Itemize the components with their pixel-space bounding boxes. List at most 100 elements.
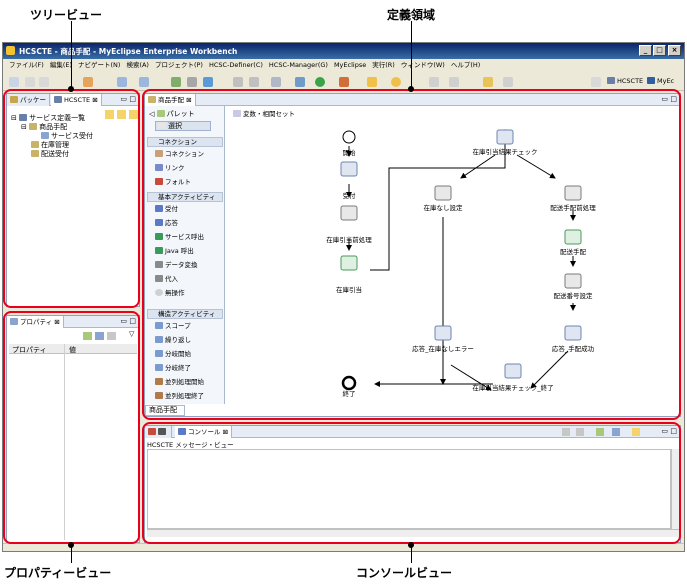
start-node[interactable] (342, 130, 356, 144)
pin-console-icon[interactable] (596, 428, 604, 436)
maximize-button[interactable]: □ (653, 45, 666, 56)
minimize-view-icon[interactable]: ▭ (120, 95, 127, 103)
check-end-node[interactable] (504, 363, 522, 379)
save-icon[interactable] (25, 77, 35, 87)
menu-hcsc-manager[interactable]: HCSC-Manager(G) (268, 61, 328, 69)
receive-node[interactable] (340, 161, 358, 177)
palette-item-fault[interactable]: フォルト (155, 178, 191, 186)
show-categories-icon[interactable] (83, 332, 92, 340)
hcsc-icon[interactable] (271, 77, 281, 87)
new-icon[interactable] (9, 77, 19, 87)
minimize-view-icon[interactable]: ▭ (661, 427, 668, 435)
view-menu-icon[interactable]: ▽ (129, 330, 135, 338)
palette-item-empty[interactable]: 無操作 (155, 289, 185, 297)
palette-category-basic[interactable]: 基本アクティビティ (147, 192, 223, 202)
pre-stock-node[interactable] (340, 205, 358, 221)
console-vscrollbar[interactable] (671, 449, 679, 529)
menu-edit[interactable]: 編集(E) (49, 61, 72, 69)
tab-editor-page[interactable]: 商品手配 (145, 405, 185, 416)
number-set-node[interactable] (564, 273, 582, 289)
menu-search[interactable]: 検索(A) (126, 61, 149, 69)
resp-ok-node[interactable] (564, 325, 582, 341)
stock-node[interactable] (340, 255, 358, 271)
build-icon[interactable] (187, 77, 197, 87)
minimize-view-icon[interactable]: ▭ (120, 317, 127, 325)
tab-package[interactable]: パッケー (7, 94, 50, 106)
palette-item-flow-end[interactable]: 並列処理終了 (155, 392, 204, 400)
menu-hcsc-definer[interactable]: HCSC-Definer(C) (208, 61, 263, 69)
palette-item-assign[interactable]: 代入 (155, 275, 178, 283)
forward-icon[interactable] (503, 77, 513, 87)
cut-icon[interactable] (233, 77, 243, 87)
tab-properties[interactable]: プロパティ ⊠ (7, 316, 64, 328)
delivery-node[interactable] (564, 229, 582, 245)
tab-console[interactable]: コンソール ⊠ (175, 426, 233, 438)
show-advanced-icon[interactable] (95, 332, 104, 340)
palette-category-structure[interactable]: 構造アクティビティ (147, 309, 223, 319)
menu-help[interactable]: ヘルプ(H) (450, 61, 481, 69)
close-button[interactable]: × (668, 45, 681, 56)
palette-item-scope[interactable]: スコープ (155, 322, 191, 330)
menu-myeclipse[interactable]: MyEclipse (333, 61, 367, 69)
pre-delivery-node[interactable] (564, 185, 582, 201)
tree-item-service-reception[interactable]: サービス受付 (41, 132, 93, 141)
server-icon[interactable] (139, 77, 149, 87)
palette-item-link[interactable]: リンク (155, 164, 185, 172)
palette-category-connection[interactable]: コネクション (147, 137, 223, 147)
tree-action-icon[interactable] (105, 110, 114, 119)
tab-hcscte[interactable]: HCSCTE ⊠ (51, 94, 102, 106)
palette-item-data-transform[interactable]: データ変換 (155, 261, 198, 269)
resp-err-node[interactable] (434, 325, 452, 341)
annotation-icon[interactable] (429, 77, 439, 87)
tab-problems[interactable] (145, 426, 172, 438)
tree-item-stock-management[interactable]: 在庫管理 (31, 141, 69, 150)
palette-item-while[interactable]: 繰り返し (155, 336, 191, 344)
palette-item-service-invoke[interactable]: サービス呼出 (155, 233, 204, 241)
external-tools-icon[interactable] (339, 77, 349, 87)
tree-item-shohin-tehai[interactable]: ⊟ 商品手配 (21, 123, 68, 131)
scroll-lock-icon[interactable] (576, 428, 584, 436)
end-node[interactable] (341, 375, 357, 391)
tree-collapse-icon[interactable] (129, 110, 138, 119)
clear-console-icon[interactable] (562, 428, 570, 436)
settings-icon[interactable] (295, 77, 305, 87)
open-console-icon[interactable] (632, 428, 640, 436)
palette-item-java-invoke[interactable]: Java 呼出 (155, 247, 194, 255)
perspective-myeclipse[interactable]: MyEc (647, 77, 674, 88)
palette-header[interactable]: ◁ パレット (149, 110, 195, 118)
tree-root[interactable]: ⊟ サービス定義一覧 (11, 114, 86, 122)
print-icon[interactable] (39, 77, 49, 87)
next-annotation-icon[interactable] (449, 77, 459, 87)
menu-navigate[interactable]: ナビゲート(N) (78, 61, 121, 69)
open-perspective-icon[interactable] (591, 77, 601, 87)
minimize-view-icon[interactable]: ▭ (661, 95, 668, 103)
browser-icon[interactable] (203, 77, 213, 87)
display-console-icon[interactable] (612, 428, 620, 436)
palette-item-receive[interactable]: 受付 (155, 205, 178, 213)
menu-project[interactable]: プロジェクト(P) (154, 61, 203, 69)
maximize-view-icon[interactable]: □ (670, 95, 677, 103)
palette-item-flow-start[interactable]: 並列処理開始 (155, 378, 204, 386)
palette-item-switch-start[interactable]: 分岐開始 (155, 350, 191, 358)
console-hscrollbar[interactable] (147, 529, 679, 537)
palette-item-switch-end[interactable]: 分岐終了 (155, 364, 191, 372)
filter-icon[interactable] (107, 332, 116, 340)
variable-correlation-set[interactable]: 変数・相関セット (233, 108, 295, 118)
back-icon[interactable] (483, 77, 493, 87)
no-stock-node[interactable] (434, 185, 452, 201)
palette-item-connection[interactable]: コネクション (155, 150, 204, 158)
run-icon[interactable] (315, 77, 325, 87)
menu-file[interactable]: ファイル(F) (9, 61, 44, 69)
check-node[interactable] (496, 129, 514, 145)
menu-window[interactable]: ウィンドウ(W) (400, 61, 445, 69)
maximize-view-icon[interactable]: □ (129, 317, 136, 325)
perspective-hcscte[interactable]: HCSCTE (607, 77, 643, 88)
maximize-view-icon[interactable]: □ (129, 95, 136, 103)
console-output[interactable] (147, 449, 671, 529)
deploy-icon[interactable] (117, 77, 127, 87)
search-icon[interactable] (367, 77, 377, 87)
minimize-button[interactable]: _ (639, 45, 652, 56)
palette-item-reply[interactable]: 応答 (155, 219, 178, 227)
task-icon[interactable] (391, 77, 401, 87)
tree-refresh-icon[interactable] (117, 110, 126, 119)
